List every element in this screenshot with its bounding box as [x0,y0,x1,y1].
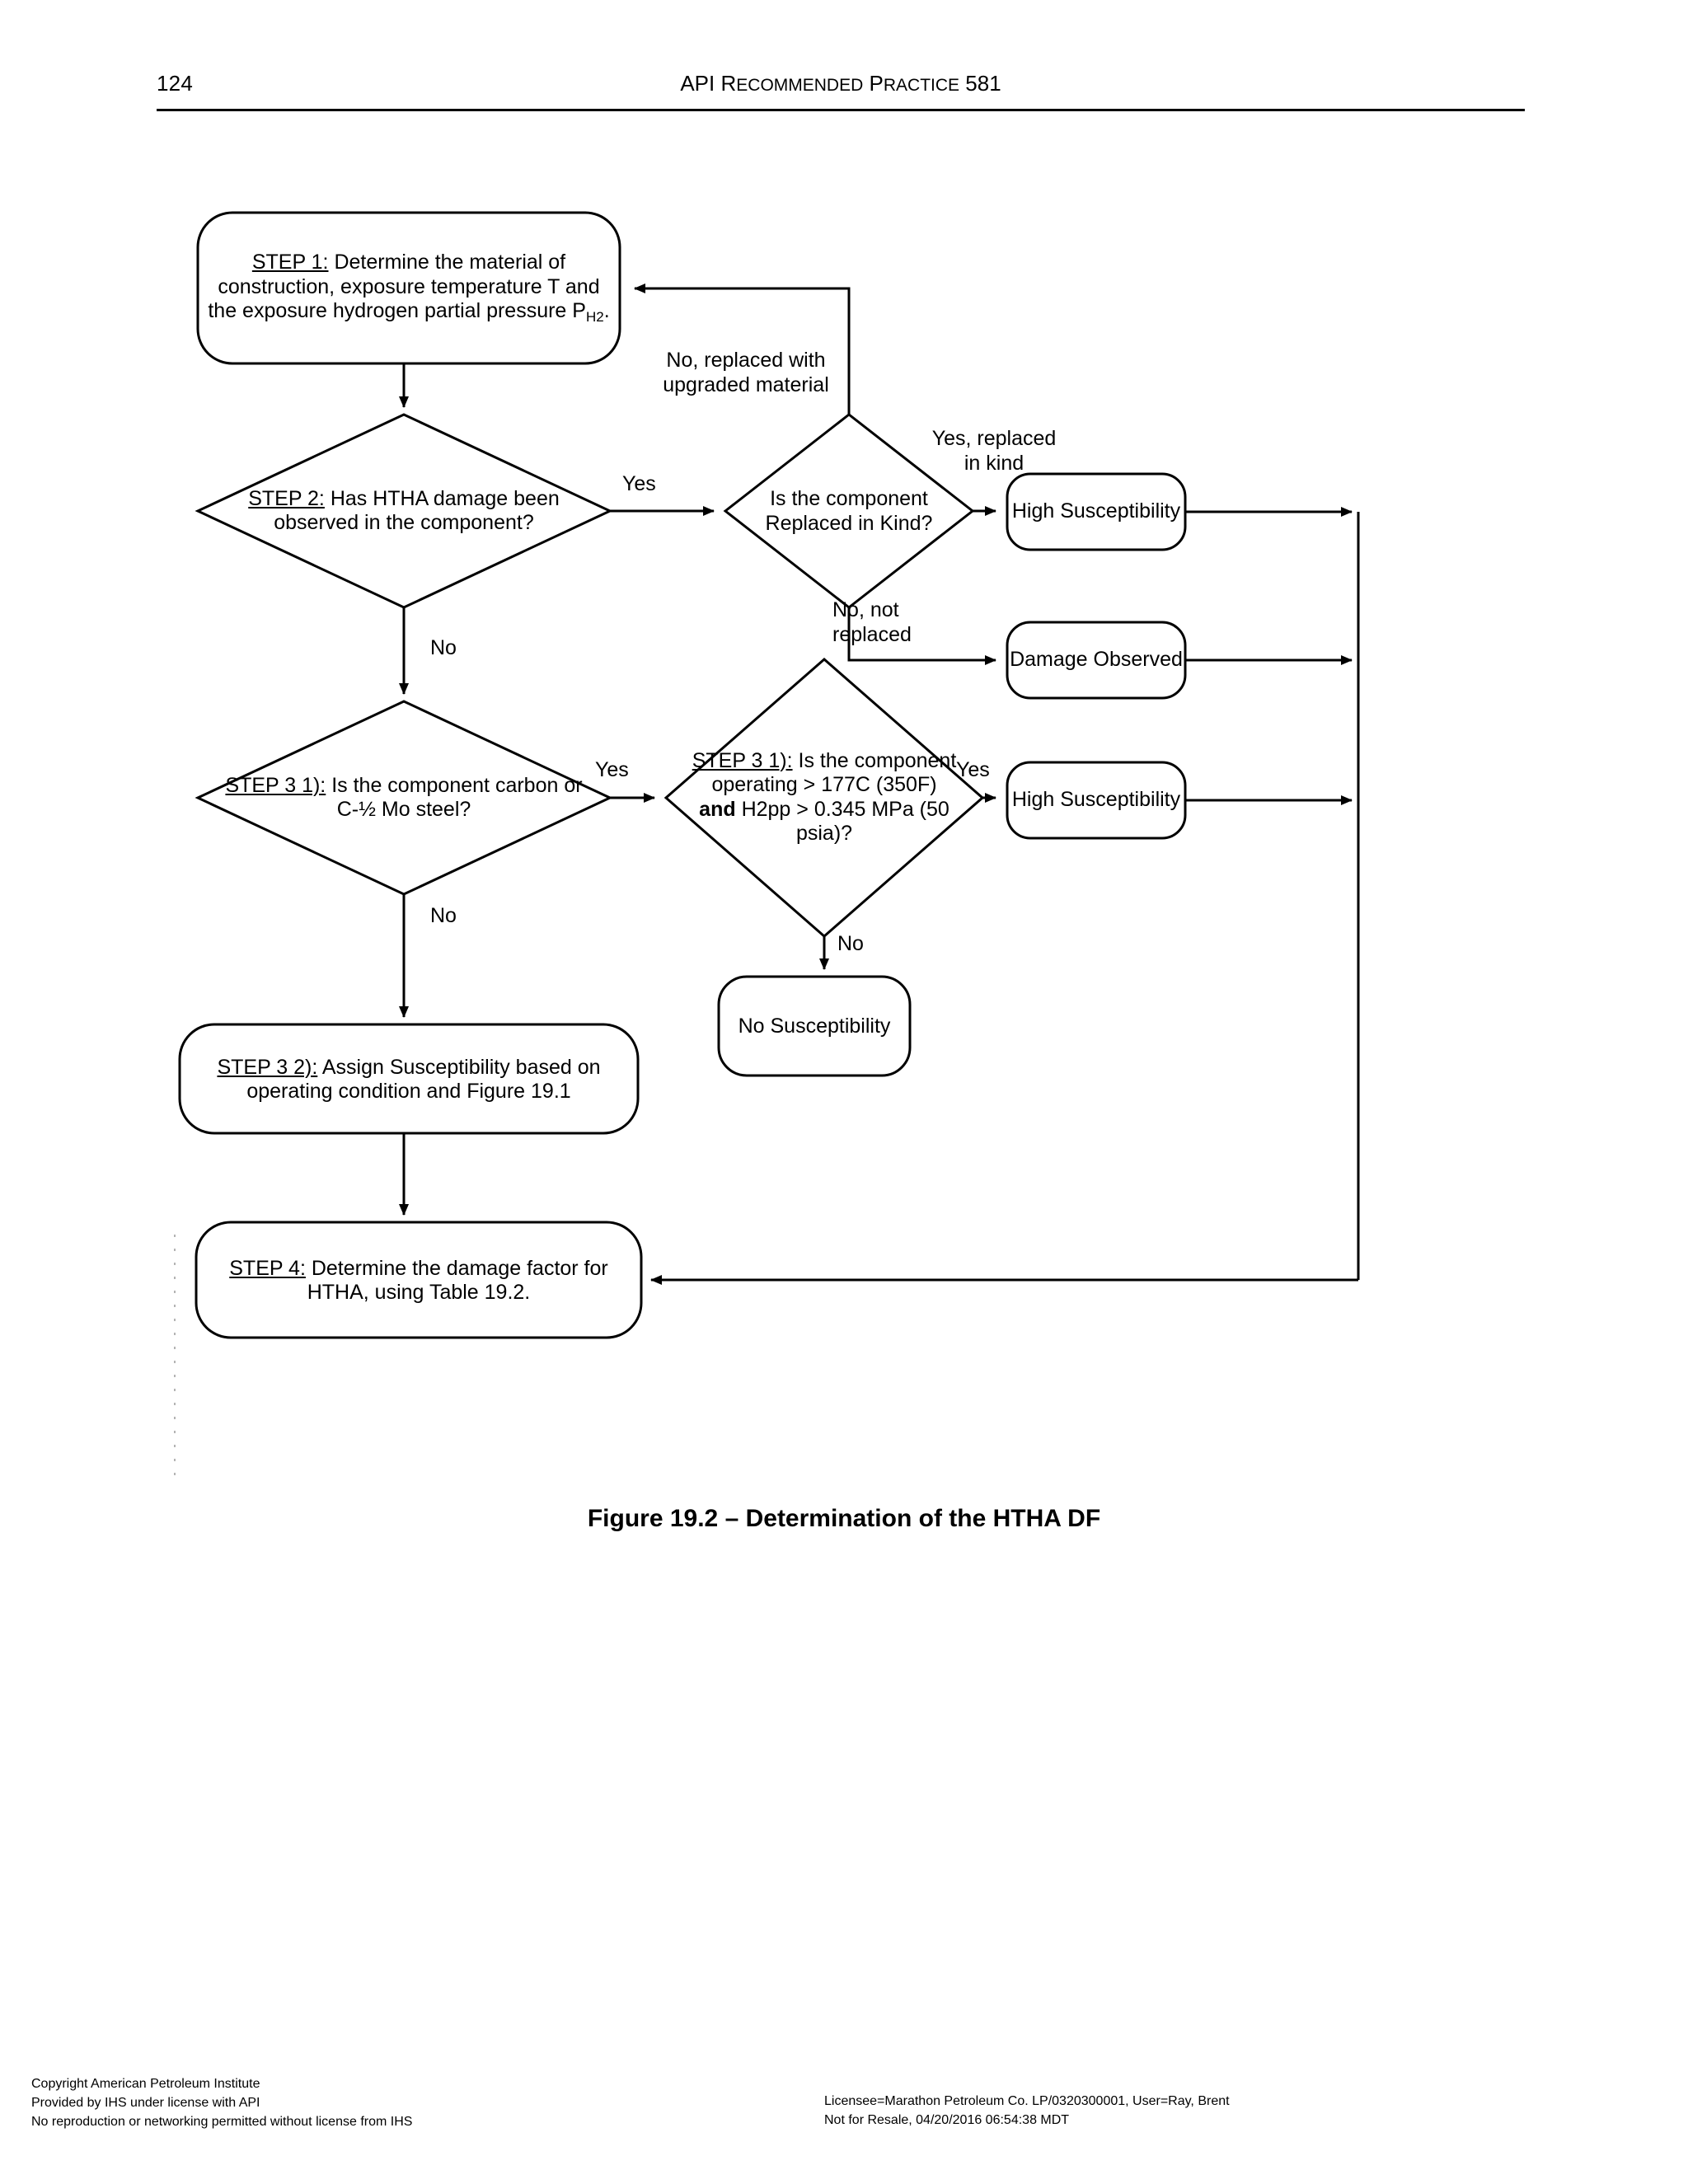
edge-label-rik-no-upgraded-l1: No, replaced with [666,349,826,372]
flowchart: STEP 1: Determine the material of constr… [174,211,1360,1475]
edge-label-step2-no: No [430,636,457,659]
footer-left-line-1: Copyright American Petroleum Institute [31,2077,260,2091]
footer-right-line-2: Not for Resale, 04/20/2016 06:54:38 MDT [824,2113,1070,2128]
footer-left-line-3: No reproduction or networking permitted … [31,2115,413,2130]
shape-step1 [196,211,621,365]
shape-step3-material [195,700,613,896]
footer-left-line-2: Provided by IHS under license with API [31,2096,260,2111]
figure-caption: Figure 19.2 – Determination of the HTHA … [587,1505,1101,1532]
shape-step2 [195,413,613,609]
footer-right-line-1: Licensee=Marathon Petroleum Co. LP/03203… [824,2094,1230,2108]
edge-label-rik-no-upgraded-l2: upgraded material [663,373,829,396]
edge-label-rik-yes-l1: Yes, replaced [931,427,1057,450]
edge-label-step3-op-yes: Yes [956,758,990,781]
footer-license-block: Licensee=Marathon Petroleum Co. LP/03203… [824,2092,1230,2130]
edge-label-rik-no-upgraded: No, replaced with upgraded material [651,349,841,397]
shape-no-susceptibility [717,975,912,1077]
shape-step3-2 [178,1023,640,1135]
edge-label-step2-yes: Yes [622,472,656,495]
edge-label-step3-material-no: No [430,904,457,927]
edge-label-step3-op-no: No [837,932,864,955]
page-header: 124 API RECOMMENDED PRACTICE 581 [157,71,1525,120]
shape-step4 [195,1221,643,1339]
edge-label-rik-no-l1: No, not [832,598,899,621]
shape-high-susceptibility-1 [1006,472,1187,551]
running-header-title: API RECOMMENDED PRACTICE 581 [680,71,1001,96]
page-number: 124 [157,71,193,96]
header-rule [157,109,1525,111]
edge-rik-no-not-replaced [847,607,996,665]
footer-copyright-block: Copyright American Petroleum Institute P… [31,2074,412,2132]
shape-damage-observed [1006,621,1187,700]
edge-label-step3-material-yes: Yes [595,758,629,781]
edge-rik-no-upgraded [634,284,851,415]
shape-high-susceptibility-2 [1006,761,1187,840]
flowchart-graphics [174,211,1360,1475]
shape-step3-operating [663,658,985,938]
edge-label-rik-no-not-replaced: No, not replaced [832,598,981,647]
edge-label-rik-yes-l2: in kind [964,451,1025,475]
edge-label-rik-yes: Yes, replaced in kind [912,427,1076,476]
edge-label-rik-no-l2: replaced [832,622,912,646]
